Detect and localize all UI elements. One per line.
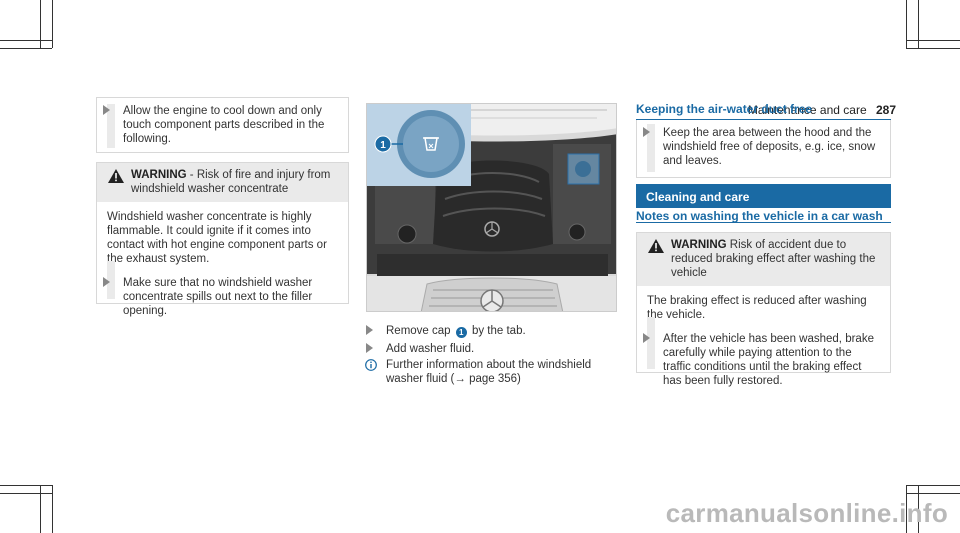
step-bar [107, 261, 115, 299]
warning-label: WARNING [131, 169, 187, 181]
instruction-step-remove-cap: Remove cap 1 by the tab. [360, 324, 620, 338]
instruction-box-duct: Keep the area between the hood and the w… [636, 120, 891, 178]
crop-mark [918, 485, 919, 533]
step-bar [107, 104, 115, 148]
callout-badge: 1 [455, 327, 467, 338]
warning-header: WARNING - Risk of fire and injury from w… [97, 163, 348, 202]
page-header: Maintenance and care 287 [748, 103, 896, 117]
crop-mark [40, 485, 41, 533]
page-number: 287 [875, 103, 896, 117]
photo-callout-label: 1 [380, 140, 386, 151]
crop-mark [52, 0, 53, 48]
instruction-step: Allow the engine to cool down and only t… [97, 104, 337, 146]
crop-mark [0, 48, 52, 49]
instruction-step: Keep the area between the hood and the w… [637, 126, 877, 168]
warning-body: Windshield washer concentrate is highly … [107, 211, 327, 265]
info-note: Further information about the windshield… [360, 358, 620, 386]
warning-label: WARNING [671, 239, 727, 251]
warning-body: The braking effect is reduced after wash… [647, 295, 867, 321]
step-text: Make sure that no windshield washer conc… [123, 277, 313, 317]
instruction-box: Allow the engine to cool down and only t… [96, 97, 349, 153]
engine-illustration: 1 [367, 104, 616, 311]
warning-triangle-icon [648, 239, 664, 253]
step-bar [647, 317, 655, 369]
section-title-air-water-duct: Keeping the air-water duct free [636, 102, 813, 116]
instruction-step-add-fluid: Add washer fluid. [360, 342, 620, 356]
crop-mark [0, 485, 52, 486]
warning-triangle-icon [108, 169, 124, 183]
crop-mark [52, 485, 53, 533]
engine-bay-photo: 1 [366, 103, 617, 312]
warning-title: - Risk of fire and injury from windshiel… [131, 169, 331, 195]
section-title-car-wash: Notes on washing the vehicle in a car wa… [636, 209, 883, 223]
step-arrow-icon [366, 325, 373, 335]
step-text-part: by the tab. [468, 325, 526, 337]
step-text-part: Remove cap [386, 325, 454, 337]
section-rule [636, 222, 891, 223]
warning-box-braking: WARNING Risk of accident due to reduced … [636, 232, 891, 387]
step-bar [647, 124, 655, 172]
step-arrow-icon [643, 127, 650, 137]
crop-mark [918, 0, 919, 48]
step-arrow-icon [103, 277, 110, 287]
step-arrow-icon [103, 105, 110, 115]
crop-mark [0, 493, 52, 494]
step-text: Add washer fluid. [386, 343, 475, 355]
info-text: Further information about the windshield… [386, 359, 592, 385]
watermark: carmanualsonline.info [665, 498, 948, 528]
step-arrow-icon [366, 343, 373, 353]
section-rule [636, 119, 891, 120]
warning-step: After the vehicle has been washed, brake… [637, 332, 879, 388]
crop-mark [906, 493, 960, 494]
crop-mark [906, 48, 960, 49]
header-section-title: Maintenance and care [747, 103, 867, 117]
warning-step: Make sure that no windshield washer conc… [97, 276, 337, 318]
step-text: Allow the engine to cool down and only t… [123, 105, 325, 145]
chapter-heading-cleaning: Cleaning and care [636, 184, 891, 208]
warning-header: WARNING Risk of accident due to reduced … [637, 233, 890, 286]
crop-mark [0, 40, 52, 41]
crop-mark [906, 40, 960, 41]
info-icon [365, 359, 377, 371]
crop-mark [906, 485, 907, 533]
crop-mark [906, 0, 907, 48]
step-text: After the vehicle has been washed, brake… [663, 333, 874, 387]
crop-mark [906, 485, 960, 486]
step-arrow-icon [643, 333, 650, 343]
warning-box-fire: WARNING - Risk of fire and injury from w… [96, 162, 349, 317]
warning-title: Risk of accident due to reduced braking … [671, 239, 876, 279]
crop-mark [40, 0, 41, 48]
step-text: Keep the area between the hood and the w… [663, 127, 876, 167]
